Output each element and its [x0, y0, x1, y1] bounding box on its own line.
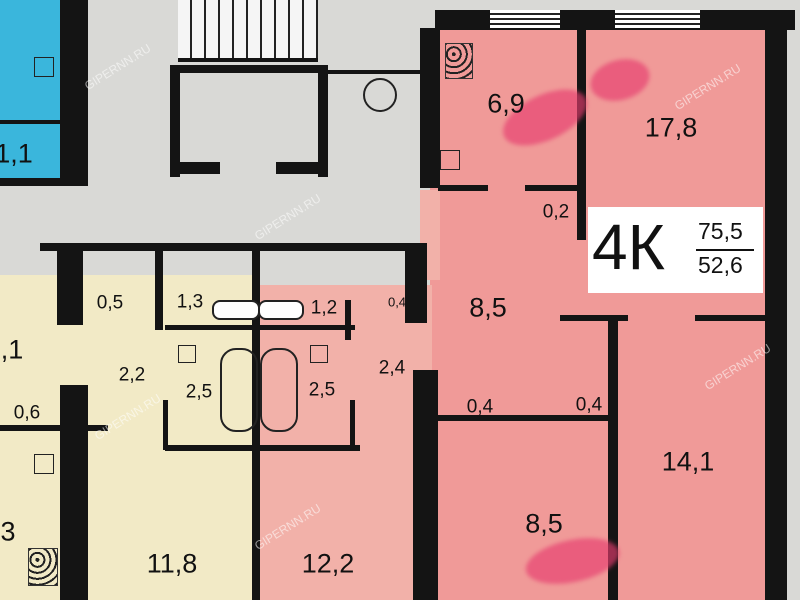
wall: [165, 325, 355, 330]
wall: [276, 162, 326, 174]
wall: [560, 315, 628, 321]
room-area-label: 3: [0, 516, 16, 547]
wall: [525, 185, 585, 191]
room-area-label: 8,5: [525, 508, 563, 539]
room-area-label: 12,2: [301, 548, 355, 579]
room-area-label: 6,9: [487, 88, 525, 119]
wall: [178, 58, 318, 62]
wall: [170, 65, 328, 73]
room-area-label: 0,4: [466, 396, 494, 418]
wall: [413, 370, 438, 600]
wall: [350, 400, 355, 450]
stove-icon: [445, 43, 473, 79]
living-area-label: 52,6: [698, 252, 743, 278]
sink-icon: [310, 345, 328, 363]
wall: [170, 162, 220, 174]
neighbor-apartment-blue: [0, 0, 70, 178]
watermark: GIPERNN.RU: [82, 41, 154, 93]
wall: [170, 65, 180, 177]
sink-icon: [178, 345, 196, 363]
wall: [88, 425, 108, 431]
room-area-label: 0,4: [575, 394, 603, 416]
wall: [438, 185, 488, 191]
sink-icon: [34, 57, 54, 77]
room-area-label: 1,3: [176, 291, 204, 313]
room-area-label: 2,5: [308, 379, 336, 401]
wall: [695, 315, 770, 321]
apartment-type-label: 4К: [592, 211, 665, 283]
wall: [405, 243, 427, 323]
wall: [345, 300, 351, 340]
sink-icon: [34, 454, 54, 474]
wall: [320, 70, 425, 74]
stairs: [178, 0, 318, 58]
wall: [420, 28, 440, 188]
wall: [0, 178, 88, 186]
wall: [0, 120, 62, 124]
window: [490, 10, 560, 28]
wall: [60, 385, 88, 600]
wall: [57, 245, 83, 325]
window: [615, 10, 700, 28]
wall: [40, 243, 410, 251]
elevator-circle-icon: [363, 78, 397, 112]
wall: [765, 20, 787, 600]
wall: [577, 30, 586, 240]
total-area-label: 75,5: [698, 218, 743, 244]
sink-icon: [440, 150, 460, 170]
room-area-label: 1,1: [0, 138, 33, 169]
room-area-label: 0,5: [96, 292, 124, 314]
stove-icon: [28, 548, 58, 586]
apartment-info-badge: 4К 75,5 52,6: [588, 207, 763, 293]
wall: [438, 415, 613, 421]
wall: [165, 445, 360, 451]
wall: [155, 250, 163, 330]
room-area-label: 8,5: [469, 292, 507, 323]
room-area-label: 0,2: [542, 201, 570, 223]
fraction-line: [696, 249, 754, 251]
room-area-label: ,1: [0, 334, 24, 365]
watermark: GIPERNN.RU: [252, 191, 324, 243]
room-area-label: 14,1: [661, 446, 715, 477]
room-area-label: 2,4: [378, 357, 406, 379]
wall: [163, 400, 168, 450]
room-area-label: 17,8: [644, 112, 698, 143]
apartment-pink-bath: [252, 285, 432, 600]
bathtub-icon: [220, 348, 258, 432]
wall: [0, 425, 62, 431]
room-area-label: 0,6: [13, 402, 41, 424]
wall: [252, 250, 260, 600]
wall: [60, 0, 88, 185]
room-area-label: 2,2: [118, 364, 146, 386]
room-area-label: 11,8: [146, 548, 198, 579]
toilet-icon: [212, 300, 260, 320]
wall: [608, 320, 618, 600]
bathtub-icon: [260, 348, 298, 432]
room-area-label: 0,4: [387, 294, 407, 310]
room-area-label: 1,2: [310, 297, 338, 319]
wall: [318, 65, 328, 177]
toilet-icon: [258, 300, 304, 320]
room-area-label: 2,5: [185, 381, 213, 403]
